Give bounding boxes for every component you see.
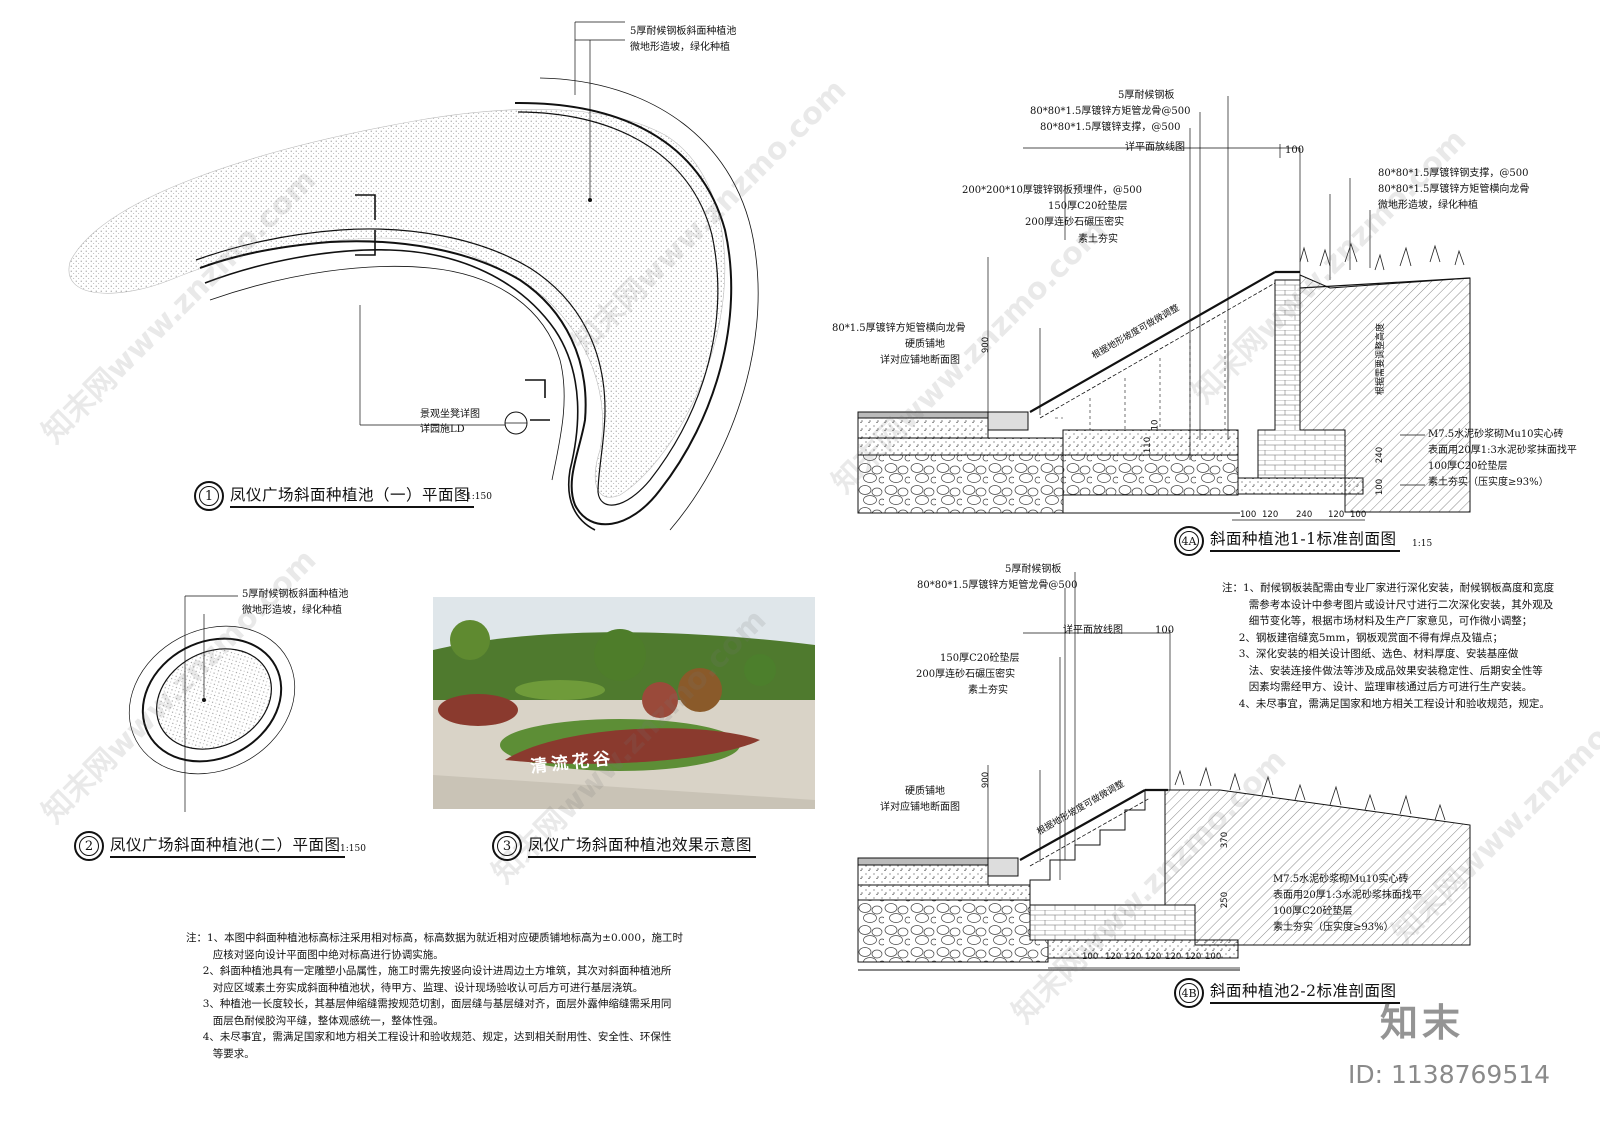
s4b-dim-bottom-6: 120: [1185, 952, 1202, 962]
s4a-dim-v-100: 100: [1375, 478, 1386, 496]
s4a-dim-bottom-5: 100: [1350, 510, 1367, 520]
effect-photo-drawing: [433, 597, 815, 809]
photo-badge: 3: [492, 831, 522, 861]
s4a-left-label-1: 200*200*10厚镀锌钢板预埋件，@500: [962, 185, 1142, 196]
s4a-badge: 4A: [1174, 526, 1204, 556]
s4a-height-note: 根据需要调整高度: [1376, 322, 1386, 395]
plan2-title: 凤仪广场斜面种植池(二）平面图: [110, 833, 345, 858]
s4a-dim-bottom-2: 120: [1262, 510, 1279, 520]
s4b-left-label-3: 素土夯实: [968, 685, 1008, 696]
s4b-title: 斜面种植池2-2标准剖面图: [1210, 979, 1401, 1004]
plan2-drawing: [128, 595, 296, 812]
s4b-right-bottom-label-1: M7.5水泥砂浆砌Mu10实心砖: [1273, 874, 1409, 885]
s4b-dim-bottom-3: 120: [1125, 952, 1142, 962]
brand-logo: 知末: [1380, 1001, 1465, 1045]
plan2-badge: 2: [74, 831, 104, 861]
s4a-dim-top-2: 100: [1285, 145, 1305, 156]
plan1-detail-ref-2: 详园施LD: [420, 424, 465, 435]
s4b-dim-bottom-7: 100: [1205, 952, 1222, 962]
plan2-callout-2: 微地形造坡，绿化种植: [242, 605, 342, 616]
plan2-scale: 1:150: [340, 844, 366, 854]
s4b-right-bottom-label-2: 表面用20厚1:3水泥砂浆抹面找平: [1273, 890, 1422, 901]
plan1-scale: 1:150: [466, 492, 492, 502]
s4a-left-mid-label-3: 详对应铺地断面图: [880, 355, 960, 366]
s4b-badge: 4B: [1174, 978, 1204, 1008]
s4a-top-label-1: 5厚耐候钢板: [1118, 90, 1175, 101]
s4a-dim-v-900: 900: [981, 336, 992, 354]
s4b-dim-v-900: 900: [981, 771, 992, 789]
s4b-dim-bottom-5: 120: [1165, 952, 1182, 962]
plan1-detail-ref-1: 景观坐凳详图: [420, 409, 480, 420]
s4a-left-mid-label-2: 硬质铺地: [905, 339, 945, 350]
s4a-right-top-label-3: 微地形造坡，绿化种植: [1378, 200, 1478, 211]
notes-right: 注：1、耐候钢板装配需由专业厂家进行深化安装，耐候钢板高度和宽度 需参考本设计中…: [1222, 582, 1555, 710]
plan1-inner-dim-line: [209, 265, 565, 481]
s4b-top-label-1: 5厚耐候钢板: [1005, 564, 1062, 575]
s4a-top-label-2: 80*80*1.5厚镀锌方矩管龙骨@500: [1030, 106, 1191, 117]
brand-id: ID: 1138769514: [1348, 1060, 1551, 1089]
s4b-left-mid-label-1: 硬质铺地: [905, 786, 945, 797]
plan1-callout-1: 5厚耐候钢板斜面种植池: [630, 26, 737, 37]
s4b-dim-v-370: 370: [1220, 831, 1231, 849]
plan1-outer-dim-line: [539, 77, 759, 531]
s4a-right-top-label-1: 80*80*1.5厚镀锌钢支撑，@500: [1378, 168, 1529, 179]
plan1-title: 凤仪广场斜面种植池（一）平面图: [230, 483, 475, 508]
s4a-dim-bottom-4: 120: [1328, 510, 1345, 520]
s4a-dim-bottom-1: 100: [1240, 510, 1257, 520]
plan1-outer-edge: [199, 101, 733, 526]
s4b-dim-top-2: 100: [1155, 625, 1175, 636]
s4a-left-label-3: 200厚连砂石碾压密实: [1025, 217, 1125, 228]
s4b-right-bottom-label-4: 素土夯实（压实度≥93%）: [1273, 922, 1394, 933]
plan1-callout-2: 微地形造坡，绿化种植: [630, 42, 730, 53]
s4a-title: 斜面种植池1-1标准剖面图: [1210, 527, 1401, 552]
s4b-dim-top-1: 详平面放线图: [1063, 625, 1123, 636]
s4b-top-label-2: 80*80*1.5厚镀锌方矩管龙骨@500: [917, 580, 1078, 591]
s4a-scale: 1:15: [1412, 539, 1433, 549]
s4a-right-top-label-2: 80*80*1.5厚镀锌方矩管横向龙骨: [1378, 184, 1530, 195]
s4b-dim-bottom-2: 120: [1105, 952, 1122, 962]
s4a-dim-v-10: 10: [1150, 419, 1161, 431]
s4b-right-bottom-label-3: 100厚C20砼垫层: [1273, 906, 1353, 917]
s4b-dim-v-250: 250: [1220, 891, 1231, 909]
s4a-dim-v-110: 110: [1143, 436, 1154, 454]
plan1-inner-edge: [195, 111, 719, 506]
s4b-dim-bottom-4: 120: [1145, 952, 1162, 962]
s4a-dim-v-240: 240: [1375, 446, 1386, 464]
s4a-right-bottom-label-1: M7.5水泥砂浆砌Mu10实心砖: [1428, 429, 1564, 440]
plan2-callout-1: 5厚耐候钢板斜面种植池: [242, 589, 349, 600]
s4a-right-bottom-label-4: 素土夯实（压实度≥93%）: [1428, 477, 1549, 488]
s4a-left-mid-label-1: 80*1.5厚镀锌方矩管横向龙骨: [832, 323, 966, 334]
s4a-top-label-3: 80*80*1.5厚镀锌支撑，@500: [1040, 122, 1181, 133]
s4b-left-label-1: 150厚C20砼垫层: [940, 653, 1020, 664]
s4b-left-mid-label-2: 详对应铺地断面图: [880, 802, 960, 813]
section4a-drawing: [857, 96, 1471, 521]
s4a-dim-top-1: 详平面放线图: [1125, 142, 1185, 153]
plan1-drawing: [68, 21, 759, 531]
s4a-right-bottom-label-2: 表面用20厚1:3水泥砂浆抹面找平: [1428, 445, 1577, 456]
s4a-dim-bottom-3: 240: [1296, 510, 1313, 520]
s4a-right-bottom-label-3: 100厚C20砼垫层: [1428, 461, 1508, 472]
photo-title: 凤仪广场斜面种植池效果示意图: [528, 833, 757, 858]
s4b-left-label-2: 200厚连砂石碾压密实: [916, 669, 1016, 680]
s4b-dim-bottom-1: 100: [1082, 952, 1099, 962]
s4a-left-label-4: 素土夯实: [1078, 234, 1118, 245]
notes-bottom: 注：1、本图中斜面种植池标高标注采用相对标高，标高数据为就近相对应硬质铺地标高为…: [186, 932, 684, 1060]
section4b-drawing: [857, 572, 1471, 971]
s4a-left-label-2: 150厚C20砼垫层: [1048, 201, 1128, 212]
plan1-badge: 1: [194, 481, 224, 511]
plan1-seat-edge: [204, 249, 596, 531]
